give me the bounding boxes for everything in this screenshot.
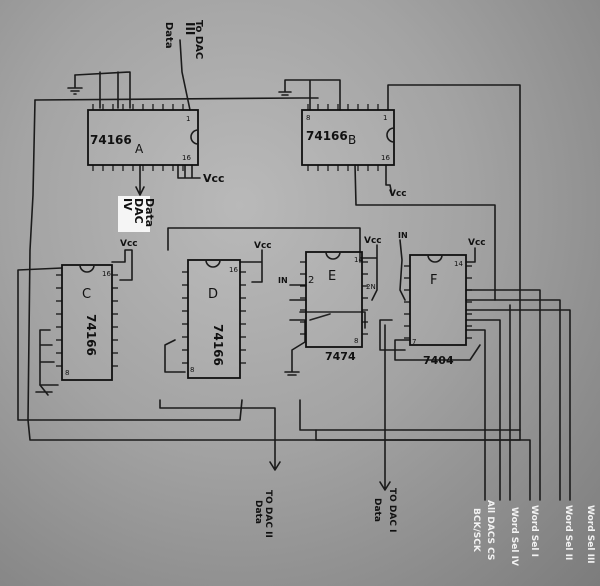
- chip-f-pin14: 14: [454, 260, 463, 268]
- label-data-ii: Data: [253, 500, 263, 524]
- chip-e-letter: E: [328, 269, 336, 284]
- chip-e-pin8: 8: [354, 337, 358, 345]
- label-dac-roman-iii: III: [183, 22, 197, 35]
- chip-c-pin8: 8: [65, 369, 69, 377]
- label-word-sel-i: Word Sel I: [529, 505, 539, 557]
- chip-f: F 14 7 7404: [404, 254, 472, 367]
- label-vcc-b: Vcc: [389, 189, 407, 199]
- chip-c-part: 74166: [84, 314, 98, 356]
- chip-d-pin16: 16: [229, 266, 238, 274]
- chip-e-part: 7474: [325, 350, 356, 363]
- label-word-sel-iii: Word Sel III: [585, 505, 595, 564]
- chip-d-part: 74166: [211, 324, 225, 366]
- chip-a-pin1: 1: [186, 115, 190, 123]
- label-bck-sck: BCK/SCK: [471, 508, 481, 553]
- label-vcc-c: Vcc: [120, 239, 138, 249]
- label-vcc-d: Vcc: [254, 241, 272, 251]
- label-in-e: IN: [278, 276, 288, 285]
- chip-e-pin2n: 2N: [366, 283, 376, 291]
- chip-f-letter: F: [430, 273, 437, 288]
- wiring: [17, 39, 571, 501]
- chip-e-pin14: 14: [354, 256, 363, 264]
- label-word-sel-iv: Word Sel IV: [509, 507, 519, 566]
- label-all-dacs-cs: All DACS CS: [485, 500, 495, 560]
- label-to-dac-ii: TO DAC II: [263, 490, 273, 538]
- chip-e-pin2: 2: [308, 275, 314, 286]
- chip-f-part: 7404: [423, 354, 454, 367]
- chip-e: E 2 14 2N 8 7474: [300, 251, 376, 363]
- label-vcc-e: Vcc: [364, 236, 382, 246]
- label-in-f: IN: [398, 231, 408, 240]
- chip-d-pin8: 8: [190, 366, 194, 374]
- label-vcc-a: Vcc: [203, 172, 225, 185]
- label-to-dac-i: TO DAC I: [387, 488, 397, 532]
- chip-a-part: 74166: [90, 133, 132, 147]
- label-data-i: Data: [372, 498, 382, 522]
- chip-d-letter: D: [208, 287, 218, 302]
- labels: To DAC III Data Vcc Data DAC IV Vcc Vcc …: [118, 20, 595, 566]
- chip-b-pin1: 1: [383, 114, 387, 122]
- chip-b-pin8: 8: [306, 114, 310, 122]
- label-to-dac-iii: To DAC: [193, 20, 204, 59]
- chip-f-pin7: 7: [412, 338, 416, 346]
- label-data-dac-iv-dac: DAC: [132, 198, 145, 224]
- chip-a-letter: A: [135, 142, 144, 156]
- label-word-sel-ii: Word Sel II: [563, 505, 573, 560]
- label-data-dac-iv-iv: IV: [121, 198, 134, 211]
- chip-b-pin16: 16: [381, 154, 390, 162]
- label-data-dac-iv-data: Data: [143, 198, 156, 227]
- chip-c-letter: C: [82, 287, 91, 302]
- chip-a-pin16: 16: [182, 154, 191, 162]
- chip-c-pin16: 16: [102, 270, 111, 278]
- label-data-iii: Data: [163, 22, 174, 49]
- chip-d: 74166 D 16 8: [182, 259, 246, 379]
- chip-c: 74166 C 16 8: [56, 264, 118, 381]
- chip-b: 74166 B 8 1 16: [301, 104, 395, 171]
- chip-b-letter: B: [348, 133, 356, 147]
- chip-b-part: 74166: [306, 129, 348, 143]
- chip-a: 74166 A 1 16: [87, 104, 199, 171]
- label-vcc-f: Vcc: [468, 238, 486, 248]
